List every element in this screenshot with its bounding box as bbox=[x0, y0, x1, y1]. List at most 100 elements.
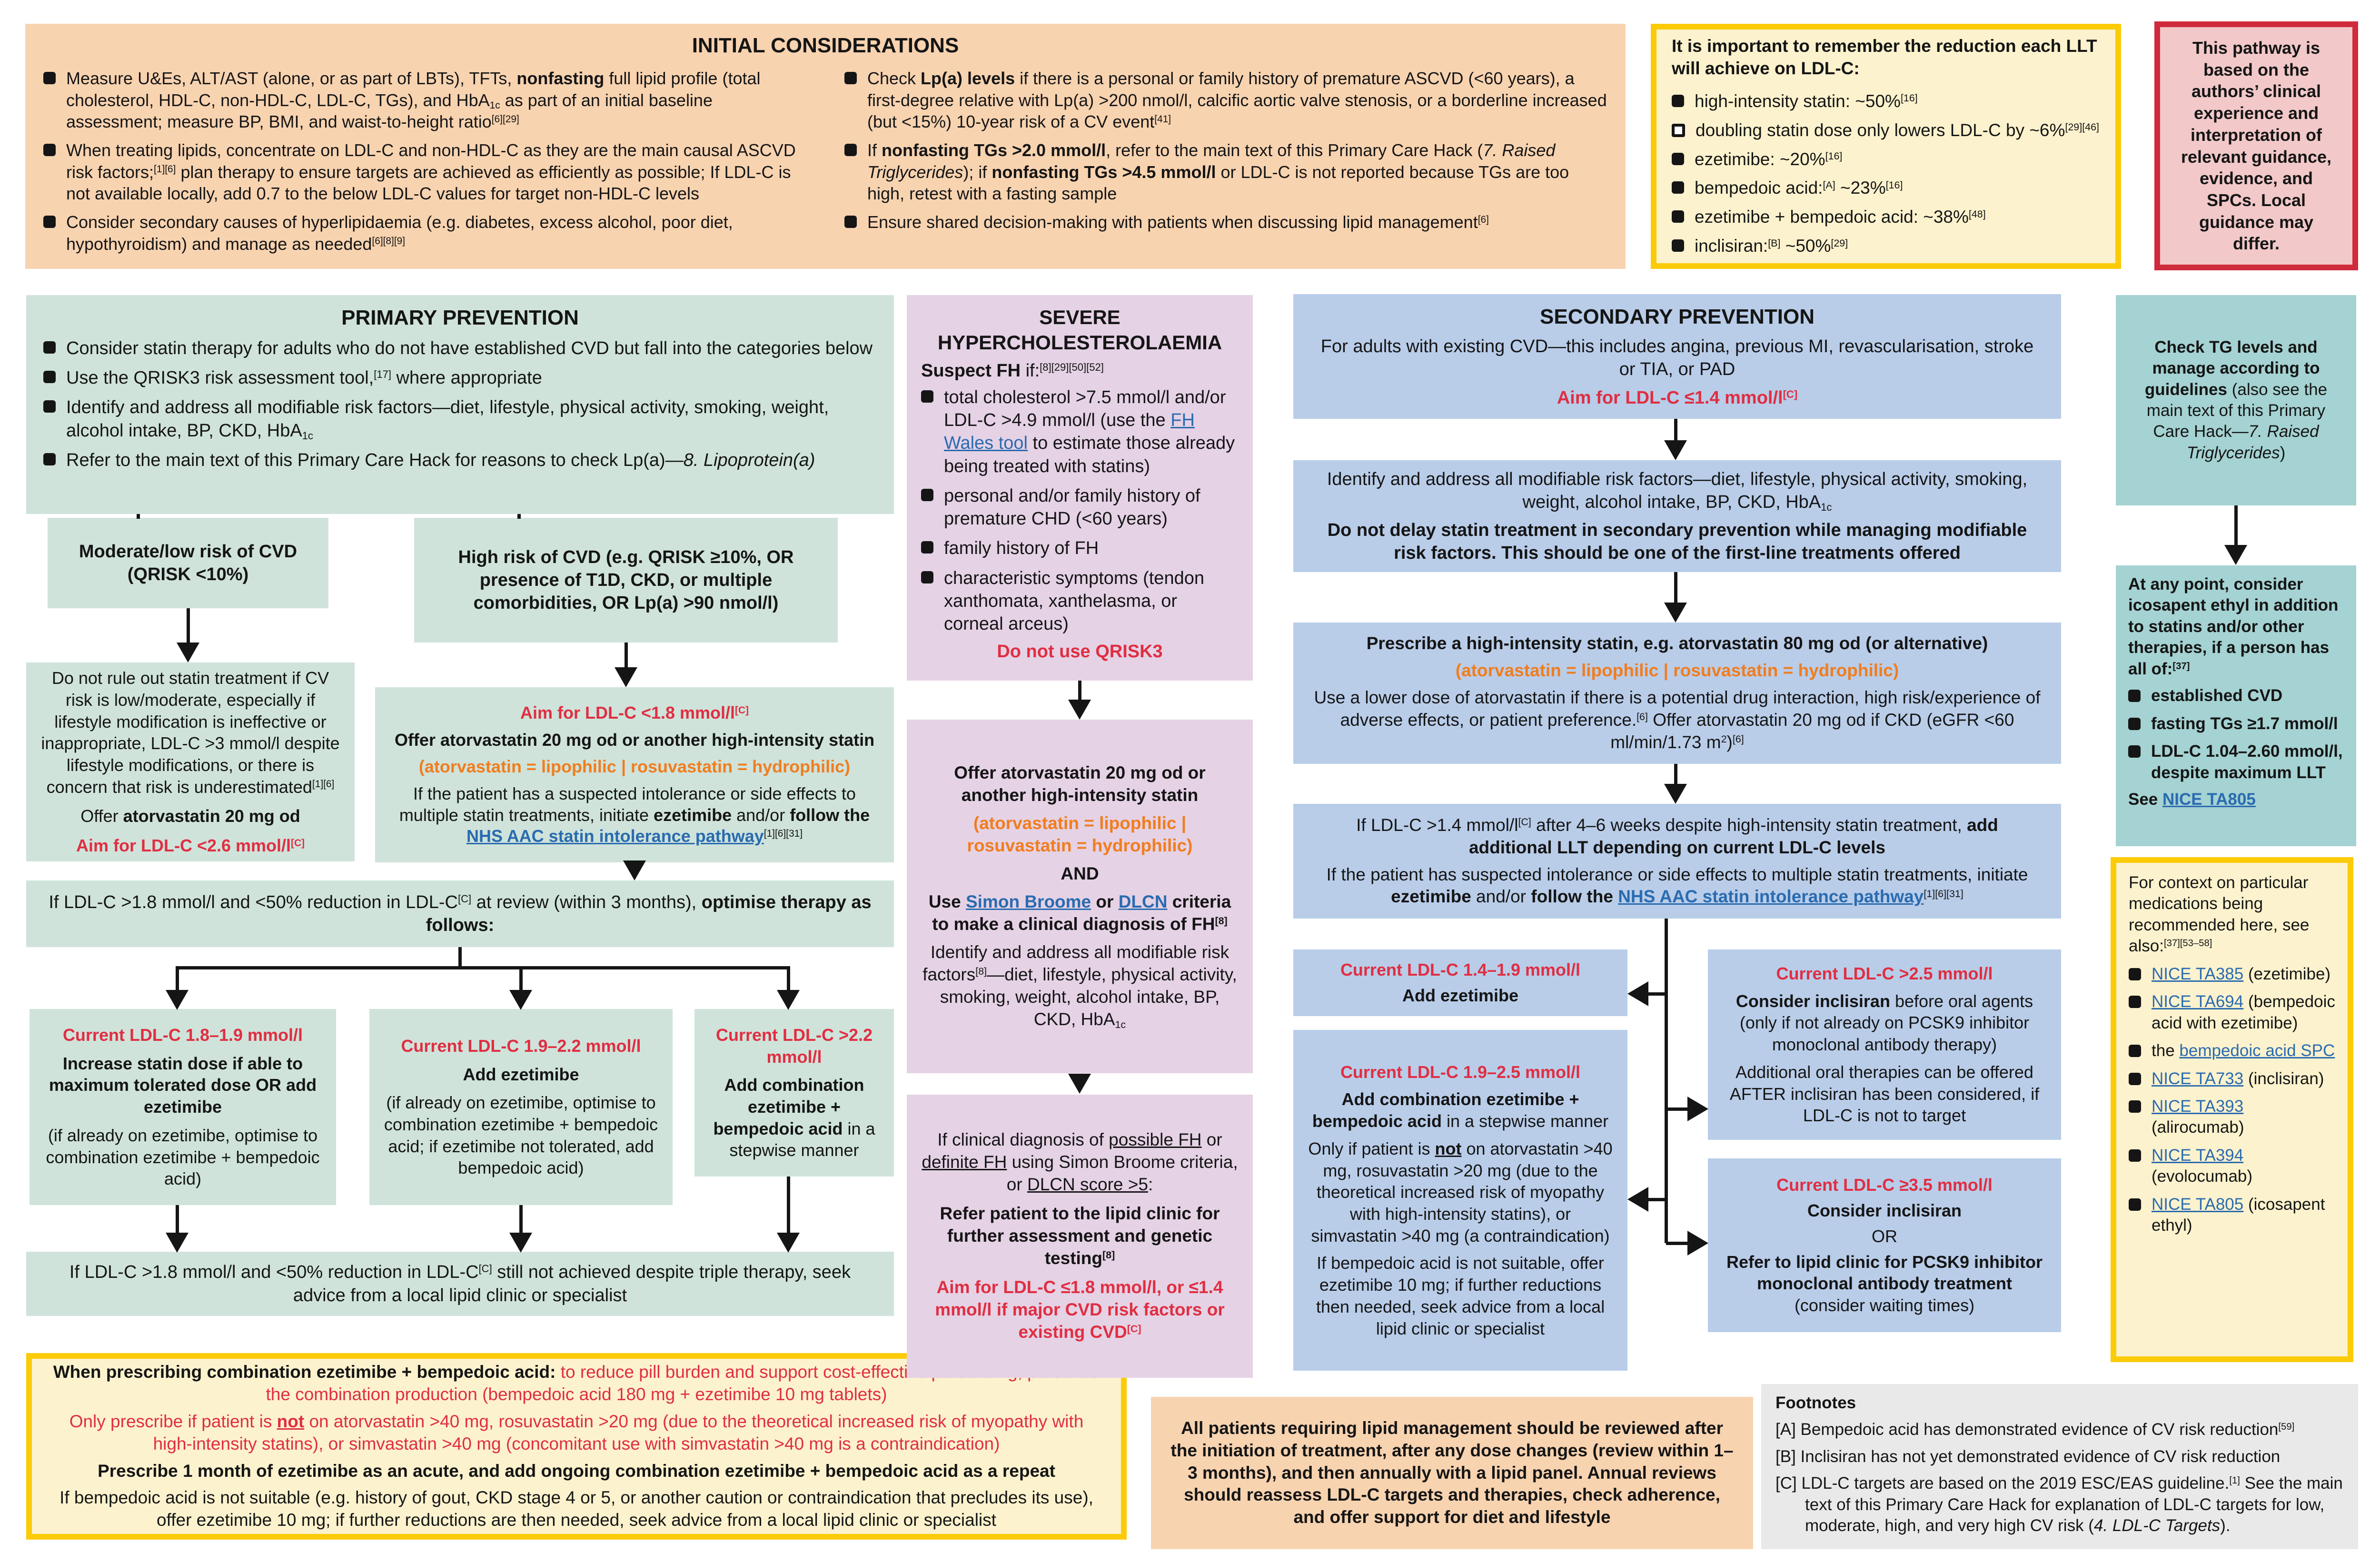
combo-repeat-note: Prescribe 1 month of ezetimibe as an acu… bbox=[98, 1461, 1055, 1481]
branch-to-ldl-1-4-1-9 bbox=[1648, 992, 1667, 996]
list-item-text: family history of FH bbox=[944, 538, 1099, 559]
arrow-moderate-to-treatment bbox=[187, 608, 190, 643]
combo-prescribing-box: When prescribing combination ezetimibe +… bbox=[26, 1353, 1127, 1540]
footnotes-box: Footnotes [A] Bempedoic acid has demonst… bbox=[1761, 1384, 2358, 1549]
link-simon-broome[interactable]: Simon Broome bbox=[965, 892, 1091, 911]
fh-statin-criteria-box: Offer atorvastatin 20 mg od or another h… bbox=[907, 720, 1253, 1073]
branch-line-right bbox=[787, 966, 790, 991]
suspect-fh-list: total cholesterol >7.5 mmol/l and/or LDL… bbox=[921, 386, 1239, 636]
list-item-text: NICE TA805 (icosapent ethyl) bbox=[2152, 1195, 2325, 1235]
bullet-square-icon bbox=[2129, 1072, 2141, 1085]
list-item: Check Lp(a) levels if there is a persona… bbox=[844, 68, 1607, 133]
list-item-text: Identify and address all modifiable risk… bbox=[66, 397, 829, 442]
list-item-text: high-intensity statin: ~50%[16] bbox=[1695, 91, 1918, 111]
link-bempedoic-acid-spc[interactable]: bempedoic acid SPC bbox=[2179, 1041, 2335, 1060]
bullet-square-icon bbox=[921, 571, 933, 583]
link-nice-ta805-2[interactable]: NICE TA805 bbox=[2152, 1195, 2244, 1214]
current-ldl-heading: Current LDL-C >2.2 mmol/l bbox=[715, 1025, 873, 1067]
action-text: Increase statin dose if able to maximum … bbox=[49, 1053, 317, 1117]
arrowhead-down-icon bbox=[177, 643, 199, 662]
list-item-text: NICE TA393 (alirocumab) bbox=[2152, 1097, 2244, 1137]
fh-referral-box: If clinical diagnosis of possible FH or … bbox=[907, 1095, 1253, 1378]
initial-considerations-box: INITIAL CONSIDERATIONS Measure U&Es, ALT… bbox=[25, 24, 1626, 269]
pathway-disclaimer-text: This pathway is based on the authors’ cl… bbox=[2181, 38, 2332, 254]
link-dlcn[interactable]: DLCN bbox=[1118, 892, 1168, 911]
fh-target-text: Aim for LDL-C ≤1.8 mmol/l, or ≤1.4 mmol/… bbox=[935, 1277, 1225, 1342]
bullet-square-icon bbox=[844, 71, 857, 84]
caution-text: Only if patient is not on atorvastatin >… bbox=[1308, 1138, 1613, 1246]
link-nice-ta393[interactable]: NICE TA393 bbox=[2152, 1097, 2244, 1116]
triple-therapy-bar: If LDL-C >1.8 mmol/l and <50% reduction … bbox=[26, 1252, 894, 1316]
link-nhs-aac-pathway[interactable]: NHS AAC statin intolerance pathway bbox=[466, 826, 764, 846]
list-item: If nonfasting TGs >2.0 mmol/l, refer to … bbox=[844, 139, 1607, 205]
bullet-square-icon bbox=[1672, 152, 1684, 165]
initial-considerations-title: INITIAL CONSIDERATIONS bbox=[692, 34, 959, 57]
list-item: NICE TA393 (alirocumab) bbox=[2129, 1096, 2335, 1138]
nice-context-box: For context on particular medications be… bbox=[2111, 857, 2353, 1362]
list-item: family history of FH bbox=[921, 537, 1239, 560]
low-risk-target: Aim for LDL-C <2.6 mmol/l[C] bbox=[76, 836, 305, 856]
additional-text: Additional oral therapies can be offered… bbox=[1729, 1062, 2040, 1126]
arrowhead-left-icon bbox=[1627, 1187, 1648, 1212]
bullet-square-icon bbox=[2129, 1149, 2141, 1162]
annual-review-box: All patients requiring lipid management … bbox=[1151, 1397, 1753, 1549]
bullet-square-icon bbox=[844, 144, 857, 157]
link-nice-ta805[interactable]: NICE TA805 bbox=[2162, 790, 2256, 809]
list-item-text: bempedoic acid:[A] ~23%[16] bbox=[1695, 178, 1903, 198]
footnote-c: [C] LDL-C targets are based on the 2019 … bbox=[1775, 1474, 2343, 1535]
secondary-target: Aim for LDL-C ≤1.4 mmol/l[C] bbox=[1557, 388, 1798, 408]
context-intro: For context on particular medications be… bbox=[2129, 873, 2310, 956]
bullet-square-icon bbox=[43, 453, 56, 465]
see-nice-ta805: See NICE TA805 bbox=[2128, 790, 2256, 809]
list-item: Consider statin therapy for adults who d… bbox=[43, 337, 877, 360]
list-item-text: characteristic symptoms (tendon xanthoma… bbox=[944, 568, 1204, 634]
link-nice-ta694[interactable]: NICE TA694 bbox=[2152, 992, 2244, 1011]
list-item: ezetimibe + bempedoic acid: ~38%[48] bbox=[1672, 206, 2100, 228]
list-item-text: the bempedoic acid SPC bbox=[2152, 1041, 2335, 1060]
link-nice-ta394[interactable]: NICE TA394 bbox=[2152, 1146, 2244, 1165]
footnote-b: [B] Inclisiran has not yet demonstrated … bbox=[1775, 1447, 2281, 1466]
list-item-text: Consider secondary causes of hyperlipida… bbox=[66, 212, 733, 254]
fh-offer-statin: Offer atorvastatin 20 mg od or another h… bbox=[954, 763, 1206, 805]
bullet-square-icon bbox=[43, 216, 56, 228]
link-nice-ta733[interactable]: NICE TA733 bbox=[2152, 1069, 2244, 1088]
link-nhs-aac-pathway-2[interactable]: NHS AAC statin intolerance pathway bbox=[1618, 887, 1924, 907]
icosapent-ethyl-box: At any point, consider icosapent ethyl i… bbox=[2116, 565, 2356, 846]
list-item: LDL-C 1.04–2.60 mmol/l, despite maximum … bbox=[2128, 741, 2344, 783]
list-item: total cholesterol >7.5 mmol/l and/or LDL… bbox=[921, 386, 1239, 478]
branch-stub-line bbox=[458, 947, 462, 968]
current-ldl-heading: Current LDL-C ≥3.5 mmol/l bbox=[1776, 1175, 1993, 1195]
link-fh-wales-tool[interactable]: FH Wales tool bbox=[944, 410, 1195, 454]
fh-risk-factors: Identify and address all modifiable risk… bbox=[922, 942, 1237, 1030]
action-text: Consider inclisiran bbox=[1807, 1201, 1962, 1221]
bullet-square-icon bbox=[2129, 1100, 2141, 1113]
list-item: characteristic symptoms (tendon xanthoma… bbox=[921, 567, 1239, 636]
intolerance-note: If the patient has suspected intolerance… bbox=[1326, 864, 2028, 907]
arrow-secondary-3 bbox=[1674, 764, 1677, 785]
action-note: (if already on ezetimibe, optimise to co… bbox=[46, 1125, 320, 1189]
severe-title: SEVERE HYPERCHOLESTEROLAEMIA bbox=[937, 306, 1222, 354]
high-risk-text: High risk of CVD (e.g. QRISK ≥10%, OR pr… bbox=[458, 547, 794, 613]
branch-to-ldl-1-9-2-5 bbox=[1648, 1198, 1667, 1201]
sec-ldl-1-9-2-5-box: Current LDL-C 1.9–2.5 mmol/l Add combina… bbox=[1293, 1030, 1627, 1371]
opt-ldl-over-2-2-box: Current LDL-C >2.2 mmol/l Add combinatio… bbox=[694, 1009, 894, 1176]
arrowhead-down-icon bbox=[777, 990, 800, 1010]
check-tg-box: Check TG levels and manage according to … bbox=[2116, 295, 2356, 505]
list-item-text: LDL-C 1.04–2.60 mmol/l, despite maximum … bbox=[2151, 742, 2343, 782]
check-tg-text: Check TG levels and manage according to … bbox=[2144, 337, 2328, 462]
bullet-square-icon bbox=[43, 71, 56, 84]
initial-right-list: Check Lp(a) levels if there is a persona… bbox=[844, 68, 1607, 233]
icosapent-intro: At any point, consider icosapent ethyl i… bbox=[2128, 575, 2339, 678]
llt-reduction-list: high-intensity statin: ~50%[16] doubling… bbox=[1672, 90, 2100, 258]
list-item-text: doubling statin dose only lowers LDL-C b… bbox=[1696, 120, 2099, 140]
list-item-text: NICE TA733 (inclisiran) bbox=[2152, 1069, 2324, 1088]
arrowhead-left-icon bbox=[1627, 981, 1648, 1006]
link-nice-ta385[interactable]: NICE TA385 bbox=[2152, 964, 2244, 983]
list-item: Use the QRISK3 risk assessment tool,[17]… bbox=[43, 366, 877, 389]
and-connector: AND bbox=[1061, 864, 1099, 884]
bullet-square-icon bbox=[43, 341, 56, 354]
opt-ldl-1-8-1-9-box: Current LDL-C 1.8–1.9 mmol/l Increase st… bbox=[30, 1009, 336, 1205]
secondary-branch-spine bbox=[1665, 919, 1668, 1243]
list-item-text: NICE TA694 (bempedoic acid with ezetimib… bbox=[2152, 992, 2335, 1032]
list-item: Refer to the main text of this Primary C… bbox=[43, 449, 877, 472]
